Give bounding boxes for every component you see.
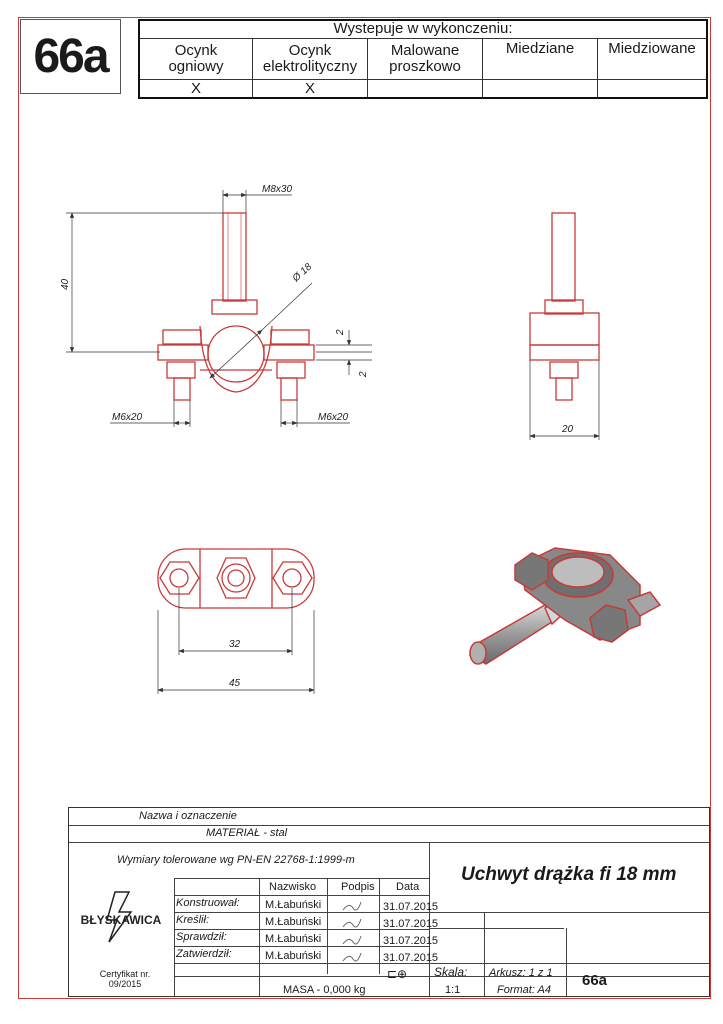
isometric-view [468,547,662,665]
date-0: 31.07.2015 [383,901,439,913]
role-3: Zatwierdził: [176,948,232,960]
sheet-info: Arkusz: 1 z 1 [489,967,553,979]
part-title: Uchwyt drążka fi 18 mm [461,864,677,885]
material-text: MATERIAŁ - stal [206,827,288,839]
finish-col-4: Miedziowane [597,37,708,81]
front-view [157,212,315,401]
dim-overall-length: 45 [229,678,241,689]
name-3: M.Łabuński [265,950,322,962]
name-label: Nazwa i oznaczenie [139,810,237,822]
role-0: Konstruował: [176,897,240,909]
drawing-frame [18,17,711,999]
title-block: Nazwa i oznaczenie MATERIAŁ - stal Wymia… [68,807,710,997]
dim-thread-top: M8x30 [262,184,292,195]
name-0: M.Łabuński [265,899,322,911]
finish-table-title: Wystepuje w wykonczeniu: [138,19,708,39]
dim-gap-top: 2 [335,329,346,336]
format-info: Format: A4 [497,984,551,996]
finish-mark-4 [597,79,708,99]
name-2: M.Łabuński [265,933,322,945]
name-1: M.Łabuński [265,916,322,928]
company-logo: BŁYSKAWICA [79,890,164,945]
mass: MASA - 0,000 kg [283,984,366,996]
projection-symbol-icon: ⊏⊕ [387,967,408,981]
role-1: Kreślił: [176,914,210,926]
side-view [529,212,600,401]
logo-text: BŁYSKAWICA [81,913,162,927]
date-1: 31.07.2015 [383,918,439,930]
document-number: 66a [20,19,121,94]
scale-value: 1:1 [445,984,461,996]
signatures [342,901,362,962]
dim-height: 40 [60,278,71,290]
top-view [157,548,315,609]
dim-side-width: 20 [561,424,574,435]
dim-gap-bottom: 2 [358,371,369,378]
dim-thread-left: M6x20 [112,412,142,423]
col-sign: Podpis [341,881,375,893]
finish-mark-3 [482,79,598,99]
date-3: 31.07.2015 [383,952,439,964]
front-dimensions [66,190,372,427]
role-2: Sprawdził: [176,931,227,943]
technical-drawing: M8x30 40 Ø 18 2 2 M6x20 M6x20 20 [60,184,662,694]
dim-diameter: Ø 18 [290,261,315,285]
date-2: 31.07.2015 [383,935,439,947]
title-block-number: 66a [582,972,608,989]
scale-label: Skala: [434,965,468,979]
dim-hole-spacing: 32 [229,639,241,650]
dim-thread-right: M6x20 [318,412,348,423]
certificate: Certyfikat nr.09/2015 [99,969,151,989]
col-date: Data [396,881,420,893]
finish-mark-0: X [138,79,253,99]
finish-col-3: Miedziane [482,37,598,81]
col-name: Nazwisko [269,881,317,893]
tolerance-text: Wymiary tolerowane wg PN-EN 22768-1:1999… [117,854,355,866]
